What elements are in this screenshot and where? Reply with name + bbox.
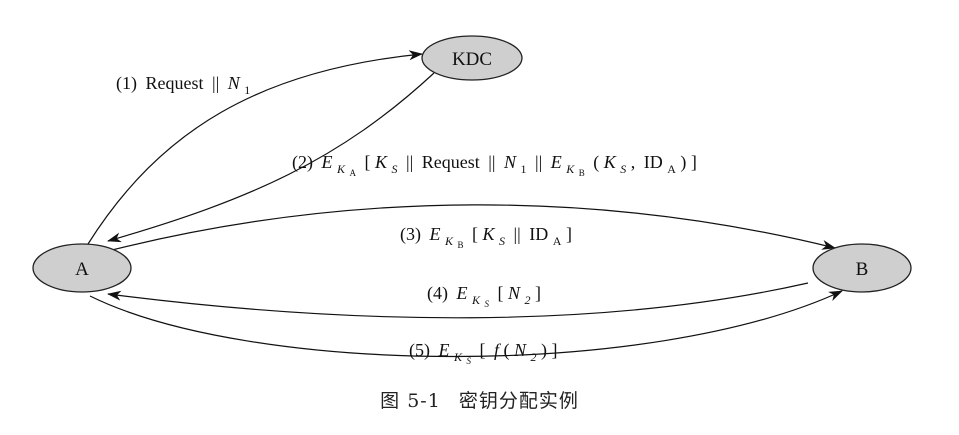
edge-2-k: K (336, 162, 346, 176)
edge-4-k-sub-s: S (485, 299, 490, 309)
edge-4-k: K (471, 293, 481, 307)
edge-2-right-bracket: ] (691, 152, 697, 172)
edge-1-separator: || (212, 73, 219, 93)
edge-5-k: K (453, 350, 463, 364)
edge-2-e: E (321, 152, 333, 172)
edge-2-separator-2: || (488, 152, 495, 172)
edge-3-k-sub-b: B (458, 240, 464, 250)
figure-title: 密钥分配实例 (458, 390, 579, 412)
node-b (812, 243, 912, 293)
edge-2-id-sub: A (667, 162, 676, 176)
edge-2-id: ID (644, 152, 663, 172)
edge-2-ks: K (374, 152, 388, 172)
edge-2-k-sub-a: A (350, 168, 357, 178)
edge-3-label: (3) E K B [ K S || ID A ] (400, 224, 572, 252)
figure-number: 图 5-1 (380, 390, 441, 412)
edge-5-right-bracket: ] (552, 340, 558, 360)
edge-2-word: Request (422, 152, 480, 172)
edge-5-left-bracket: [ (480, 340, 486, 360)
edge-2-ks2: K (603, 152, 617, 172)
edge-3-left-bracket: [ (472, 224, 478, 244)
edge-2-n-sub: 1 (520, 162, 526, 176)
edge-3-ks-sub: S (499, 234, 505, 248)
edge-2-number: (2) (292, 152, 313, 173)
edge-2-left-paren: ( (593, 152, 599, 173)
edge-4-right-bracket: ] (535, 283, 541, 303)
edge-5-label: (5) E K S [ f ( N 2 ) ] (409, 340, 558, 368)
edge-5-left-paren: ( (504, 340, 510, 361)
edge-5-n-sub: 2 (531, 350, 537, 364)
node-a (32, 243, 132, 293)
edge-5-n: N (513, 340, 527, 360)
edge-2-left-bracket: [ (365, 152, 371, 172)
edge-4-b-to-a (107, 282, 809, 319)
edge-4-e: E (456, 283, 468, 303)
edge-2-e2: E (550, 152, 562, 172)
edge-1-label: (1) Request || N 1 (116, 73, 250, 97)
edge-2-separator-3: || (535, 152, 542, 172)
edge-2-label: (2) E K A [ K S || Request || N 1 || E K… (292, 152, 697, 180)
node-kdc (421, 35, 523, 81)
edge-2-kdc-to-a (107, 72, 435, 243)
edge-3-number: (3) (400, 224, 421, 245)
edge-1-word: Request (146, 73, 204, 93)
edge-2-separator-1: || (406, 152, 413, 172)
edge-1-a-to-kdc (87, 50, 423, 245)
edge-1-number: (1) (116, 73, 137, 94)
edge-3-k: K (444, 234, 454, 248)
edge-5-k-sub-s: S (467, 356, 472, 366)
edge-4-label: (4) E K S [ N 2 ] (427, 283, 541, 311)
figure-caption: 图 5-1 密钥分配实例 (0, 386, 959, 413)
edge-3-e: E (429, 224, 441, 244)
edge-4-n-sub: 2 (525, 293, 531, 307)
edge-2-k2: K (565, 162, 575, 176)
node-kdc-label: KDC (452, 49, 492, 70)
edge-2-n: N (503, 152, 517, 172)
edge-2-ks-sub: S (392, 162, 398, 176)
edge-2-ks2-sub: S (620, 162, 626, 176)
edge-3-id: ID (529, 224, 548, 244)
edge-2-right-paren: ) (680, 152, 686, 173)
edge-4-n: N (507, 283, 521, 303)
edge-5-number: (5) (409, 340, 430, 361)
edge-4-number: (4) (427, 283, 448, 304)
edge-5-right-paren: ) (541, 340, 547, 361)
edge-2-k2-sub-b: B (579, 168, 585, 178)
edge-2-comma: , (631, 152, 636, 172)
edge-5-a-to-b (89, 290, 843, 358)
edge-3-a-to-b (107, 204, 836, 252)
edge-1-n: N (227, 73, 241, 93)
node-a-label: A (75, 259, 89, 280)
node-b-label: B (856, 259, 869, 280)
edge-4-left-bracket: [ (498, 283, 504, 303)
edge-3-right-bracket: ] (566, 224, 572, 244)
edge-3-ks: K (482, 224, 496, 244)
edge-3-separator: || (514, 224, 521, 244)
edge-5-e: E (438, 340, 450, 360)
edge-5-f: f (494, 340, 502, 360)
edge-1-n-sub: 1 (244, 83, 250, 97)
edge-3-id-sub: A (553, 234, 562, 248)
